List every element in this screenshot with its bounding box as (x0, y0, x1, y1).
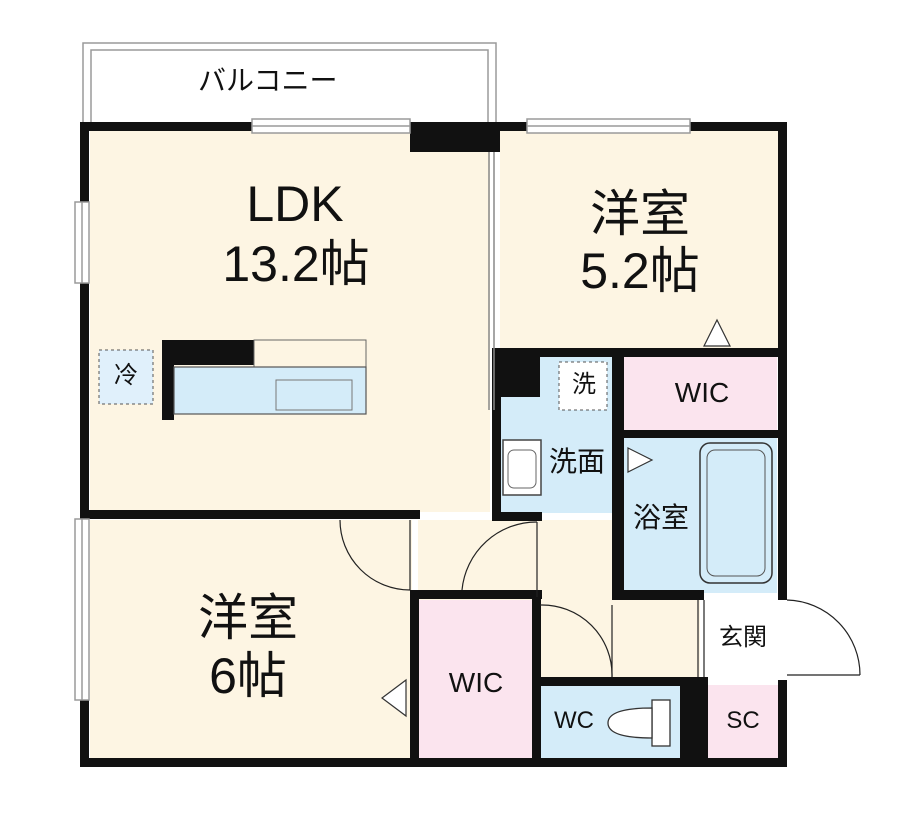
wic-south-floor (418, 600, 532, 758)
entrance-label: 玄関 (719, 624, 767, 651)
closet-door-markers (381, 318, 731, 718)
wic-north-floor (624, 355, 777, 431)
washroom-label: 洗面 (548, 446, 605, 477)
balcony-label: バルコニー (198, 65, 338, 96)
kitchen-counter (253, 339, 367, 368)
washer-label: 洗 (572, 371, 596, 398)
ldk-name: LDK (246, 176, 344, 232)
shoe-closet-label: SC (726, 707, 760, 734)
wic-north-label: WIC (674, 377, 730, 408)
western-north-area: 5.2帖 (580, 243, 700, 299)
door-swings (339, 519, 861, 678)
toilet-fixture (607, 699, 671, 747)
toilet-label: WC (554, 707, 594, 734)
windows (74, 118, 691, 701)
sc-floor (706, 685, 778, 758)
hallway-lower-floor (540, 600, 700, 680)
bathtub (699, 442, 773, 584)
sliding-door (488, 152, 495, 410)
kitchen-sink (275, 379, 353, 411)
wic-south-label: WIC (448, 667, 504, 698)
fridge-space (98, 349, 154, 405)
fridge-label: 冷 (114, 362, 138, 389)
western-south-floor (90, 520, 412, 760)
kitchen-sink-counter (173, 366, 367, 415)
bathroom-label: 浴室 (632, 502, 689, 533)
western-north-floor (500, 130, 780, 348)
walls (80, 122, 787, 767)
ldk-floor (90, 130, 490, 512)
washer-space (558, 361, 608, 411)
western-north-name: 洋室 (590, 186, 690, 242)
ldk-area: 13.2帖 (222, 236, 370, 292)
wash-basin (502, 439, 542, 496)
western-south-name: 洋室 (198, 590, 298, 646)
western-south-area: 6帖 (209, 648, 287, 704)
